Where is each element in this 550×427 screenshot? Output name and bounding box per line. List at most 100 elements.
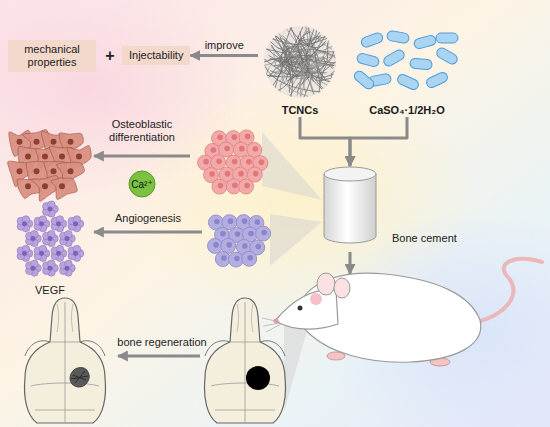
cell-nucleus	[59, 154, 65, 160]
cell-nucleus	[25, 154, 31, 160]
cell-nucleus	[214, 219, 220, 225]
process-arrow	[94, 155, 190, 158]
ion-circle: Ca²⁺	[128, 170, 156, 198]
cell-nucleus	[253, 171, 259, 177]
cell-nucleus	[209, 171, 215, 177]
cell-nucleus	[68, 139, 74, 145]
ball-ground	[264, 26, 336, 98]
vegf-center	[31, 236, 36, 241]
fiber	[291, 29, 326, 48]
crystal	[435, 46, 459, 66]
vegf-center	[48, 236, 53, 241]
cell-nucleus	[17, 139, 23, 145]
vegf-center	[56, 221, 61, 226]
crystal	[352, 69, 375, 91]
calcium-sulfate-crystals	[352, 30, 459, 91]
cell-nucleus	[238, 171, 244, 177]
ion-disc	[129, 171, 155, 197]
cell-nucleus	[242, 243, 248, 249]
process-label: bone regeneration	[110, 336, 214, 349]
cell	[233, 142, 248, 157]
process-arrow	[94, 231, 202, 234]
fiber	[323, 43, 328, 63]
cell	[228, 252, 243, 267]
cell-nucleus	[259, 159, 265, 165]
node-text: Injectability	[129, 49, 183, 62]
cell	[242, 251, 257, 266]
cell-nucleus	[242, 218, 248, 224]
factor-label: VEGF	[22, 284, 78, 297]
vegf-center	[39, 251, 44, 256]
cell-nucleus	[261, 230, 267, 236]
property-box: mechanical properties	[8, 40, 96, 72]
process-arrow	[118, 355, 200, 358]
regenerated-bone	[71, 371, 88, 383]
cell-nucleus	[25, 183, 31, 189]
osteoblast	[51, 178, 77, 199]
nanofiber-ball	[264, 24, 340, 99]
cell-nucleus	[247, 255, 253, 261]
plus-sign: +	[100, 47, 120, 65]
cell-nucleus	[255, 244, 261, 250]
cell-nucleus	[232, 183, 238, 189]
node-text: TCNCs	[258, 104, 342, 117]
cell-nucleus	[244, 183, 250, 189]
cell-nucleus	[224, 146, 230, 152]
vegf-center	[22, 221, 27, 226]
cylinder-top	[324, 167, 376, 181]
property-box: Injectability	[122, 46, 190, 65]
rat-ear	[317, 273, 335, 295]
node-text: mechanical properties	[15, 43, 89, 69]
crystal	[396, 73, 420, 91]
cell-nucleus	[217, 134, 223, 140]
cell-nucleus	[34, 168, 40, 174]
vegf-center	[56, 251, 61, 256]
fiber	[265, 66, 325, 92]
cell-nucleus	[228, 218, 234, 224]
vegf-center	[39, 221, 44, 226]
cement-cylinder: Bone cement	[322, 166, 378, 246]
cell	[219, 142, 234, 157]
cell	[221, 238, 236, 253]
implant-site	[310, 293, 322, 305]
cell-nucleus	[248, 231, 254, 237]
pink-cell-cluster	[198, 130, 268, 194]
rat-eye	[298, 306, 303, 311]
cell-nucleus	[246, 159, 252, 165]
cell-nucleus	[226, 242, 232, 248]
cell-nucleus	[42, 154, 48, 160]
fiber	[270, 30, 321, 52]
healed-skull	[25, 298, 106, 423]
process-arrow	[349, 252, 352, 274]
rat-head	[275, 290, 338, 329]
cell-nucleus	[221, 255, 227, 261]
rat-ear	[334, 278, 350, 298]
skulls	[25, 298, 286, 423]
node-text: Ca²⁺	[131, 179, 152, 190]
cell-nucleus	[216, 158, 222, 164]
cell-nucleus	[234, 256, 240, 262]
crystal	[356, 52, 380, 67]
connector-arrow	[190, 54, 258, 57]
cell-nucleus	[59, 183, 65, 189]
osteoblast-cluster	[8, 130, 91, 201]
crystal	[410, 58, 433, 70]
cell-nucleus	[211, 147, 217, 153]
rat	[262, 259, 542, 366]
cell	[239, 179, 254, 194]
cell-nucleus	[17, 168, 23, 174]
cell-nucleus	[76, 154, 82, 160]
crystal	[425, 71, 449, 89]
fiber	[269, 55, 326, 73]
cell-nucleus	[232, 134, 238, 140]
cylinder-side	[324, 174, 376, 243]
connector-arrow	[350, 117, 407, 166]
fiber	[297, 42, 314, 96]
cell	[207, 238, 222, 253]
purple-cell-cluster	[207, 215, 270, 267]
cell-nucleus	[255, 219, 261, 225]
vegf-center	[73, 251, 78, 256]
fiber	[288, 55, 314, 76]
cell-nucleus	[253, 146, 259, 152]
